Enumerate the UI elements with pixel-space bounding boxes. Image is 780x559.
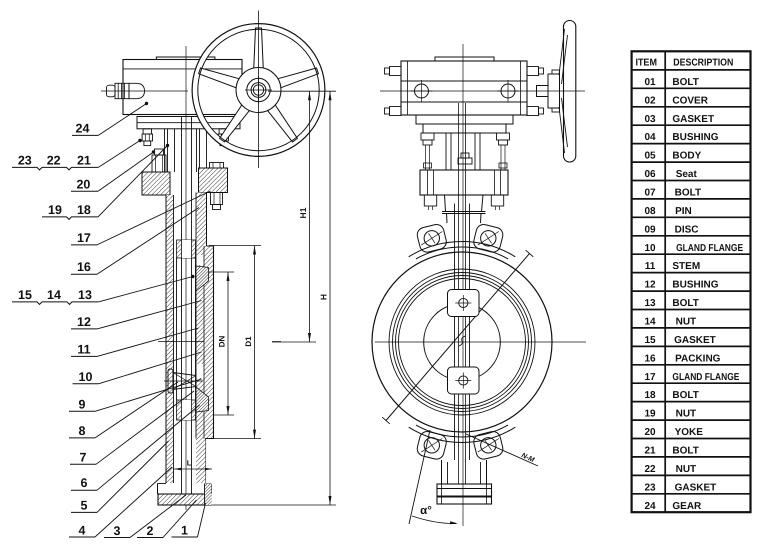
svg-text:11: 11 <box>77 343 90 357</box>
svg-text:4: 4 <box>79 523 86 537</box>
svg-text:07: 07 <box>644 188 656 199</box>
svg-text:08: 08 <box>644 206 656 217</box>
svg-text:5: 5 <box>81 498 88 512</box>
svg-text:14: 14 <box>47 288 61 302</box>
svg-text:BUSHING: BUSHING <box>672 132 718 143</box>
svg-text:20: 20 <box>644 427 656 438</box>
svg-text:GASKET: GASKET <box>672 114 714 125</box>
svg-text:6: 6 <box>81 476 88 490</box>
svg-text:14: 14 <box>644 317 656 328</box>
svg-text:7: 7 <box>80 450 87 464</box>
svg-text:N-M: N-M <box>520 452 535 464</box>
svg-text:21: 21 <box>644 446 656 457</box>
svg-text:BUSHING: BUSHING <box>672 280 718 291</box>
svg-text:06: 06 <box>644 169 656 180</box>
svg-text:9: 9 <box>79 397 86 411</box>
svg-text:DESCRIPTION: DESCRIPTION <box>673 58 733 69</box>
svg-text:α°: α° <box>420 505 432 517</box>
svg-text:L: L <box>187 459 192 468</box>
svg-text:23: 23 <box>644 482 656 493</box>
svg-text:09: 09 <box>644 224 656 235</box>
svg-text:13: 13 <box>644 298 656 309</box>
svg-text:H: H <box>318 294 328 300</box>
svg-text:GLAND FLANGE: GLAND FLANGE <box>672 372 739 383</box>
svg-text:15: 15 <box>644 335 656 346</box>
svg-text:DN: DN <box>217 336 226 348</box>
svg-text:03: 03 <box>644 114 656 125</box>
svg-text:NUT: NUT <box>676 409 697 420</box>
svg-text:8: 8 <box>79 424 86 438</box>
svg-text:18: 18 <box>644 390 656 401</box>
svg-text:22: 22 <box>47 153 61 167</box>
svg-text:GASKET: GASKET <box>674 335 716 346</box>
svg-text:3: 3 <box>114 524 121 538</box>
svg-text:23: 23 <box>18 153 32 167</box>
svg-text:GLAND FLANGE: GLAND FLANGE <box>676 243 743 254</box>
svg-text:BOLT: BOLT <box>675 188 701 199</box>
svg-text:01: 01 <box>644 77 656 88</box>
svg-text:PACKING: PACKING <box>675 353 721 364</box>
svg-text:20: 20 <box>76 177 90 191</box>
svg-text:05: 05 <box>644 151 656 162</box>
svg-text:13: 13 <box>78 288 92 302</box>
svg-text:YOKE: YOKE <box>675 427 704 438</box>
svg-text:17: 17 <box>77 231 91 245</box>
svg-text:24: 24 <box>76 121 90 135</box>
svg-text:17: 17 <box>644 372 656 383</box>
svg-text:H1: H1 <box>298 207 308 218</box>
svg-text:ITEM: ITEM <box>635 58 657 69</box>
svg-text:15: 15 <box>18 288 32 302</box>
svg-text:18: 18 <box>77 203 91 217</box>
svg-text:Seat: Seat <box>676 169 698 180</box>
svg-text:21: 21 <box>77 153 91 167</box>
svg-text:BODY: BODY <box>672 151 701 162</box>
svg-text:24: 24 <box>644 501 656 512</box>
svg-text:16: 16 <box>77 260 91 274</box>
svg-text:2: 2 <box>147 524 154 538</box>
svg-text:BOLT: BOLT <box>672 390 698 401</box>
svg-text:04: 04 <box>644 132 656 143</box>
svg-text:19: 19 <box>644 409 656 420</box>
svg-text:16: 16 <box>644 353 656 364</box>
svg-text:NUT: NUT <box>676 464 697 475</box>
svg-text:COVER: COVER <box>672 95 708 106</box>
svg-text:11: 11 <box>645 261 656 272</box>
svg-text:1: 1 <box>181 523 188 537</box>
svg-text:10: 10 <box>644 243 656 254</box>
svg-text:19: 19 <box>48 203 62 217</box>
svg-text:DISC: DISC <box>675 224 699 235</box>
svg-text:GASKET: GASKET <box>675 482 717 493</box>
svg-text:STEM: STEM <box>672 261 700 272</box>
svg-text:10: 10 <box>79 370 93 384</box>
svg-text:02: 02 <box>644 95 656 106</box>
svg-text:12: 12 <box>77 315 91 329</box>
svg-text:BOLT: BOLT <box>672 77 698 88</box>
svg-text:22: 22 <box>644 464 656 475</box>
svg-text:BOLT: BOLT <box>672 298 698 309</box>
svg-text:D1: D1 <box>244 336 253 347</box>
svg-text:GEAR: GEAR <box>672 501 702 512</box>
svg-text:PIN: PIN <box>675 206 692 217</box>
svg-text:NUT: NUT <box>676 317 697 328</box>
svg-text:12: 12 <box>644 280 656 291</box>
svg-text:BOLT: BOLT <box>672 446 698 457</box>
